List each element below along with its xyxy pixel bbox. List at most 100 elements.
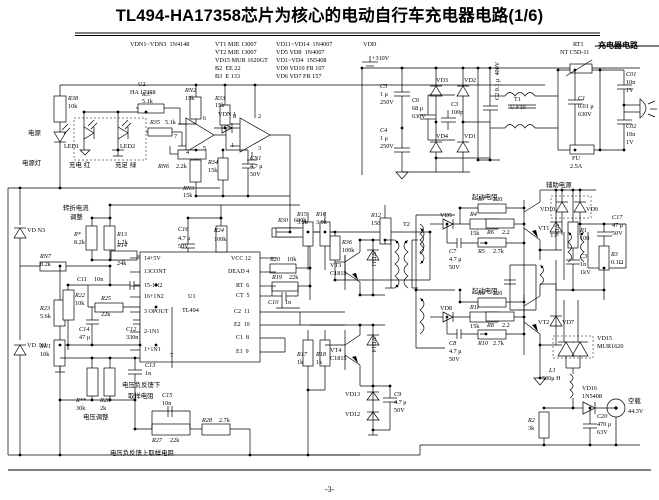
r18-ref: R18: [316, 351, 326, 358]
r35-val: 5.1k: [165, 119, 176, 126]
u1-pin-3: 3 OPOUT: [144, 309, 169, 315]
c9-val: 4.7 μ: [394, 399, 407, 406]
rn6-val: 2.2k: [176, 163, 187, 170]
c3b-ref: C3: [451, 101, 459, 108]
c20-val: 470 μ: [597, 421, 612, 428]
led2-ref: LED2: [120, 143, 136, 150]
r9-val: 220: [493, 290, 503, 297]
voltage-fb-lower-1: 电压负反馈下: [122, 381, 161, 389]
c1-ref: C1: [578, 95, 586, 102]
r19-ref: R19: [272, 274, 282, 281]
opamp-a-pin6: 6: [203, 115, 207, 122]
vd14-ref: VD14: [370, 337, 377, 353]
voltage-fb-lower-2: 取样电阻: [128, 392, 154, 400]
vt3-ref: VT3: [330, 262, 342, 269]
c1-val: 0.01 μ: [578, 103, 594, 110]
c16-ref: C16: [178, 226, 189, 233]
vd1-ref: VD1: [464, 133, 477, 140]
r28-ref: R28: [202, 417, 212, 424]
c13-val: 1n: [145, 370, 152, 377]
u1-pin-15: 15-1N2: [144, 283, 163, 289]
r37-val: 5.1k: [142, 98, 153, 105]
vd9-ref: VD9: [586, 206, 599, 213]
v310-label: +310V: [372, 55, 390, 62]
c6-val: 68 μ: [412, 105, 424, 112]
part-list-col2-line1: VT1 MJE 13007: [215, 41, 257, 48]
c13-ref: C13: [145, 362, 156, 369]
rn3-ref: RN3: [183, 185, 195, 192]
r25-val: 22k: [101, 311, 111, 318]
c17-val2: 50V: [612, 230, 623, 237]
r15-ref: R15: [297, 211, 307, 218]
vd16-type: 1N5408: [582, 393, 602, 400]
vdn3-ref: VD N3: [27, 227, 46, 234]
r13-val: 1.2k: [117, 239, 128, 246]
c14-ref: C14: [79, 326, 90, 333]
u1-pin-11: C2 11: [234, 309, 250, 315]
rn7-ref: RN7: [40, 253, 52, 260]
vd16-ref: VD16: [582, 385, 598, 392]
r20-ref: R20: [270, 256, 280, 263]
r13-ref: R13: [117, 231, 127, 238]
c02-ref: C02: [626, 123, 637, 130]
c16-val2: 50V: [178, 243, 189, 250]
opamp-a-pin5: 5: [203, 145, 207, 152]
r24-ref: R24: [214, 227, 224, 234]
opamp-a-pin7: 7: [174, 133, 178, 140]
r34-val: 15k: [208, 167, 218, 174]
u1-ref: U1: [188, 293, 196, 300]
u1-pin-1: 1+1N1: [144, 347, 161, 353]
r2star-val: 30k: [76, 405, 86, 412]
led1-ref: LED1: [64, 143, 80, 150]
voltage-fb-upper-label: 电压负反馈上取样电阻: [110, 449, 174, 457]
c7-val: 4.7 μ: [449, 256, 462, 263]
vdn1-ref: VDN 1: [218, 111, 237, 118]
r6-val: 2.2: [502, 229, 510, 236]
part-list-col3-line2: VD5 VD8 1N4007: [276, 49, 325, 56]
power-label: 电源: [28, 129, 41, 137]
part-list-col3-line1: VD11~VD14 1N4007: [276, 41, 333, 48]
u1-pin-16: 16+1N2: [144, 294, 164, 300]
no-load-voltage: 44.3V: [628, 408, 644, 415]
c5-val2: 250V: [380, 99, 394, 106]
c12-val: 330n: [126, 334, 139, 341]
c02-val: 10n: [626, 131, 636, 138]
c5-ref: C5: [380, 83, 388, 90]
c4-val2: 250V: [380, 143, 394, 150]
c4-ref: C4: [380, 127, 388, 134]
aux-power-label: 辅助电源: [546, 181, 572, 189]
r22-val: 10k: [75, 300, 85, 307]
knee-current-label-2: 调整: [70, 213, 83, 221]
cn1-val: 4.7 μ: [250, 163, 263, 170]
r36-val: 100k: [342, 247, 355, 254]
vt4-type: C1815: [330, 355, 347, 362]
r11-ref: R11: [470, 304, 480, 311]
part-list-col3-line3: VD1~VD4 1N5408: [276, 57, 327, 64]
c6-val2: 630V: [412, 113, 426, 120]
opamp-a-pin4: 4: [186, 149, 190, 156]
r6-ref: R6: [487, 229, 494, 236]
t1-ref: T1: [514, 96, 521, 103]
vt3-type: C1815: [330, 270, 347, 277]
c8-ref: C8: [449, 340, 457, 347]
vdn2-ref: VD N2: [27, 342, 47, 349]
c9-val2: 50V: [394, 407, 405, 414]
r2star-ref: R**: [76, 397, 86, 404]
u1-pin-2: 2-1N1: [144, 329, 160, 335]
r8-val: 2.2: [502, 322, 510, 329]
vdd-label: VDD: [363, 41, 377, 48]
part-list-col2-line5: B3 E 133: [215, 73, 240, 80]
r27-ref: R27: [152, 437, 162, 444]
c15-val: 10n: [162, 400, 172, 407]
rn1-ref: RN1: [40, 343, 52, 350]
part-list-col2-line4: B2 EE 22: [215, 65, 241, 72]
u2-type: HA 17358: [130, 89, 156, 96]
r11-val: 15k: [470, 323, 480, 330]
c5-val: 1 μ: [380, 91, 388, 98]
r15-val: 3.9k: [297, 219, 308, 226]
r36-ref: R36: [342, 239, 352, 246]
r9-ref: R9: [478, 290, 485, 297]
fu-ref: FU: [572, 155, 580, 162]
r5-ref: R5: [478, 248, 485, 255]
t1-type: U F10: [510, 104, 526, 111]
